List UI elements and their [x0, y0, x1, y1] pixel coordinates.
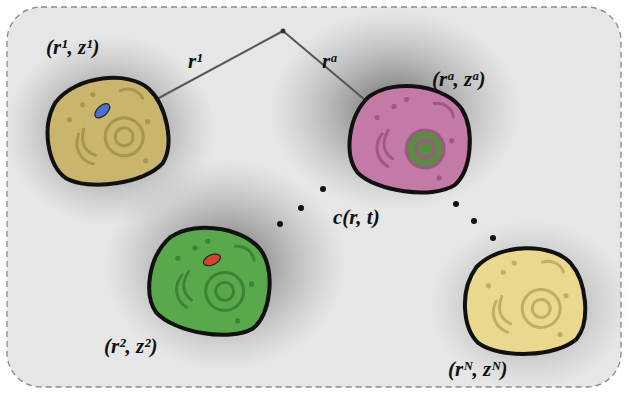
cell-body [346, 82, 473, 196]
vesicle [557, 332, 563, 338]
vesicle [144, 119, 150, 125]
vesicle [374, 115, 380, 121]
ellipsis-dots [277, 186, 496, 241]
vesicle [449, 138, 455, 144]
vesicle [205, 239, 211, 245]
cell-state-label: (r¹, z¹) [46, 36, 99, 59]
field-label: c(r, t) [333, 206, 380, 229]
vector-label: r¹ [188, 50, 202, 73]
vector-label: rᵅ [322, 50, 336, 73]
cell-state-label: (r², z²) [104, 335, 157, 358]
vesicle [500, 269, 506, 275]
endoplasmic-reticulum [376, 130, 395, 167]
cell-state-label: (rᵅ, zᵅ) [432, 68, 485, 91]
nucleus [405, 129, 446, 170]
organelle [234, 246, 255, 260]
concentration-cloud [270, 10, 520, 210]
cell-membrane [459, 242, 590, 360]
vesicle [235, 318, 241, 324]
origin-point [281, 29, 286, 34]
concentration-cloud [105, 160, 345, 370]
nucleolus [114, 126, 135, 147]
nucleolus [531, 299, 551, 319]
nucleolus [215, 282, 235, 302]
organelle [120, 86, 142, 102]
cell-node: (rᵅ, zᵅ) [350, 64, 540, 194]
organelle [433, 103, 454, 117]
vesicle [249, 281, 255, 287]
nucleus [520, 288, 562, 330]
cell-membrane [145, 222, 276, 340]
cell-body [145, 222, 276, 340]
vesicle [391, 104, 397, 110]
vesicle [175, 255, 181, 261]
vesicle [90, 91, 96, 97]
endoplasmic-reticulum [175, 270, 195, 307]
cell-state-label: (rᴺ, zᴺ) [448, 358, 507, 381]
vesicle [486, 283, 492, 289]
cell-node: (rᴺ, zᴺ) [444, 240, 594, 388]
vesicle [563, 293, 569, 299]
vesicle [511, 260, 517, 266]
nucleus [102, 114, 147, 159]
cell-body [37, 67, 176, 195]
nucleolus [416, 139, 435, 158]
organelle [92, 101, 112, 120]
vesicle [143, 158, 149, 164]
cell-node: (r¹, z¹) [38, 32, 178, 182]
vesicle [192, 245, 198, 251]
organelle [542, 260, 563, 274]
organelle [202, 252, 223, 268]
endoplasmic-reticulum [74, 128, 97, 167]
cell-membrane [346, 82, 473, 196]
vesicle [66, 117, 72, 123]
vesicle [436, 175, 442, 181]
endoplasmic-reticulum [492, 296, 512, 333]
concentration-cloud [430, 220, 628, 390]
cell-body [459, 242, 590, 360]
vesicle [404, 97, 410, 103]
cell-node: (r², z²) [100, 222, 280, 367]
cell-membrane [37, 67, 176, 195]
vesicle [80, 102, 86, 108]
nucleus [204, 271, 246, 313]
